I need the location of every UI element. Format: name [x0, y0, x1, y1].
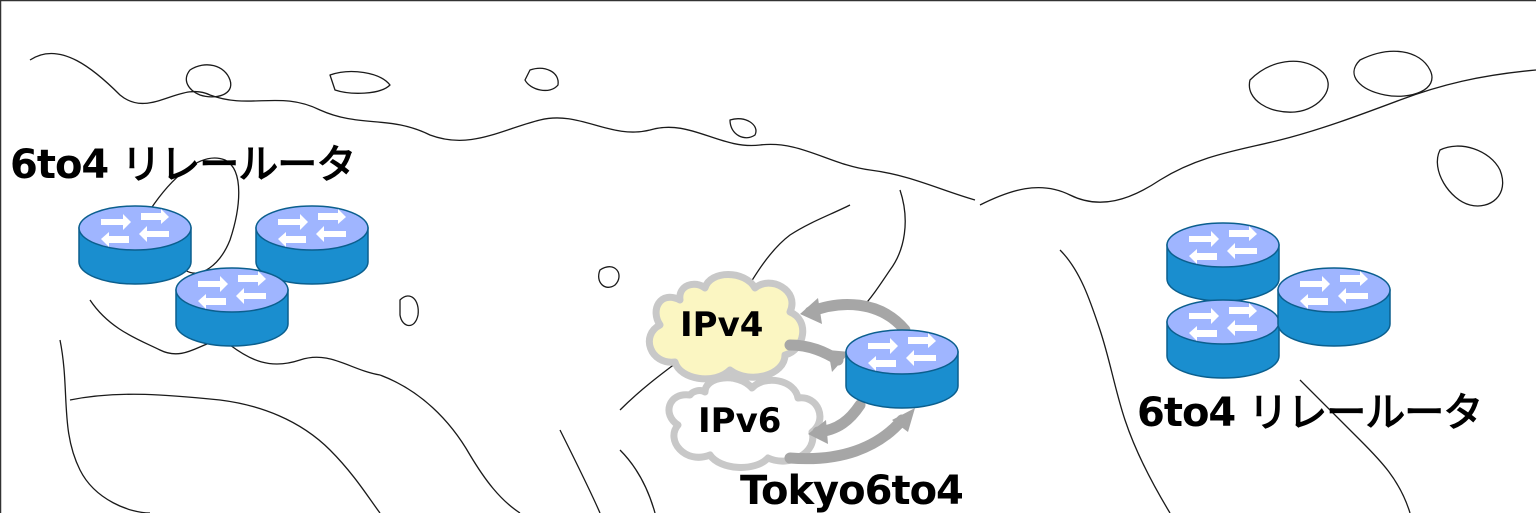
router-icon [175, 267, 289, 347]
arrow-ipv6-to-router [784, 414, 908, 465]
router-icon [1166, 299, 1280, 379]
ipv4-cloud-label: IPv4 [680, 305, 764, 345]
ipv4-cloud-shape [645, 271, 807, 383]
router-icon [845, 329, 959, 409]
router-icon [255, 205, 369, 285]
tokyo6to4-label: Tokyo6to4 [740, 468, 964, 513]
ipv6-cloud-label: IPv6 [698, 401, 782, 441]
router-icon [1277, 267, 1391, 347]
router-icon [78, 205, 192, 285]
relay-label-right: 6to4 リレールータ [1137, 390, 1483, 436]
arrow-router-to-ipv4 [804, 299, 911, 336]
router-icon [1166, 222, 1280, 302]
relay-label-left: 6to4 リレールータ [10, 142, 356, 188]
